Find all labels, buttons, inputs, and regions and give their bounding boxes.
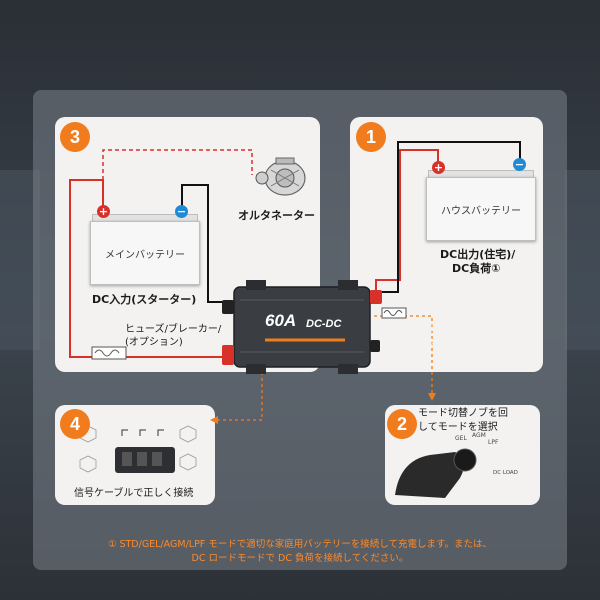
- starter-negative-wire: [181, 184, 232, 303]
- dc-input-label: DC入力(スターター): [92, 293, 197, 306]
- footnote: ① STD/GEL/AGM/LPF モードで適切な家庭用バッテリーを接続して充電…: [40, 538, 560, 566]
- svg-text:LPF: LPF: [488, 439, 499, 446]
- dc-output-label-line1: DC出力(住宅)/: [440, 248, 516, 261]
- mode-select-label-line2: してモードを選択: [418, 422, 498, 433]
- device-rating: 60A: [265, 311, 297, 330]
- signal-connector-illustration: [79, 425, 197, 473]
- step-3-badge: 3: [60, 122, 90, 152]
- house-battery-positive-icon: +: [432, 161, 445, 174]
- footnote-line-1: ① STD/GEL/AGM/LPF モードで適切な家庭用バッテリーを接続して充電…: [107, 539, 493, 550]
- dc-dc-charger-device: [222, 280, 382, 374]
- alternator-dashed-wire: [102, 149, 253, 180]
- dc-output-label-line2: DC負荷①: [452, 262, 501, 275]
- fuse-left-label-line2: (オプション): [125, 337, 183, 348]
- alternator-label: オルタネーター: [238, 209, 315, 222]
- device-type: DC-DC: [306, 318, 342, 330]
- fuse-right-label-line2: (オプション): [384, 337, 442, 348]
- house-negative-wire: [370, 141, 521, 293]
- signal-dashed-wire: [215, 372, 263, 421]
- background-window-right: [565, 170, 600, 350]
- fuse-left-label-line1: ヒューズ/ブレーカー/: [125, 324, 222, 335]
- main-battery-positive-icon: +: [97, 205, 110, 218]
- step-4-badge: 4: [60, 409, 90, 439]
- house-battery-label: ハウスバッテリー: [441, 205, 521, 217]
- footnote-line-2: DC ロードモードで DC 負荷を接続してください。: [191, 553, 409, 564]
- mode-arrow-head: [428, 393, 436, 401]
- house-card: [350, 117, 543, 372]
- house-battery-negative-icon: −: [513, 158, 526, 171]
- main-battery-negative-icon: −: [175, 205, 188, 218]
- right-fuse-icon: [381, 307, 407, 319]
- main-battery: メインバッテリー: [90, 221, 200, 285]
- step-2-badge: 2: [387, 409, 417, 439]
- mode-knob-illustration: AGM GEL LPF DC LOAD: [395, 432, 518, 498]
- signal-arrow-head: [210, 416, 218, 424]
- svg-text:GEL: GEL: [455, 435, 467, 442]
- mode-select-label-line1: モード切替ノブを回: [418, 408, 508, 419]
- svg-text:DC LOAD: DC LOAD: [493, 470, 518, 476]
- left-fuse-icon: [91, 346, 127, 360]
- fuse-right-label-line1: ヒューズ/ブレーカー/: [384, 324, 481, 335]
- main-battery-label: メインバッテリー: [105, 249, 185, 261]
- alternator-icon: [255, 157, 306, 196]
- house-battery: ハウスバッテリー: [426, 177, 536, 241]
- signal-cable-label: 信号ケーブルで正しく接続: [74, 488, 194, 499]
- step-1-badge: 1: [356, 122, 386, 152]
- svg-text:AGM: AGM: [472, 432, 486, 439]
